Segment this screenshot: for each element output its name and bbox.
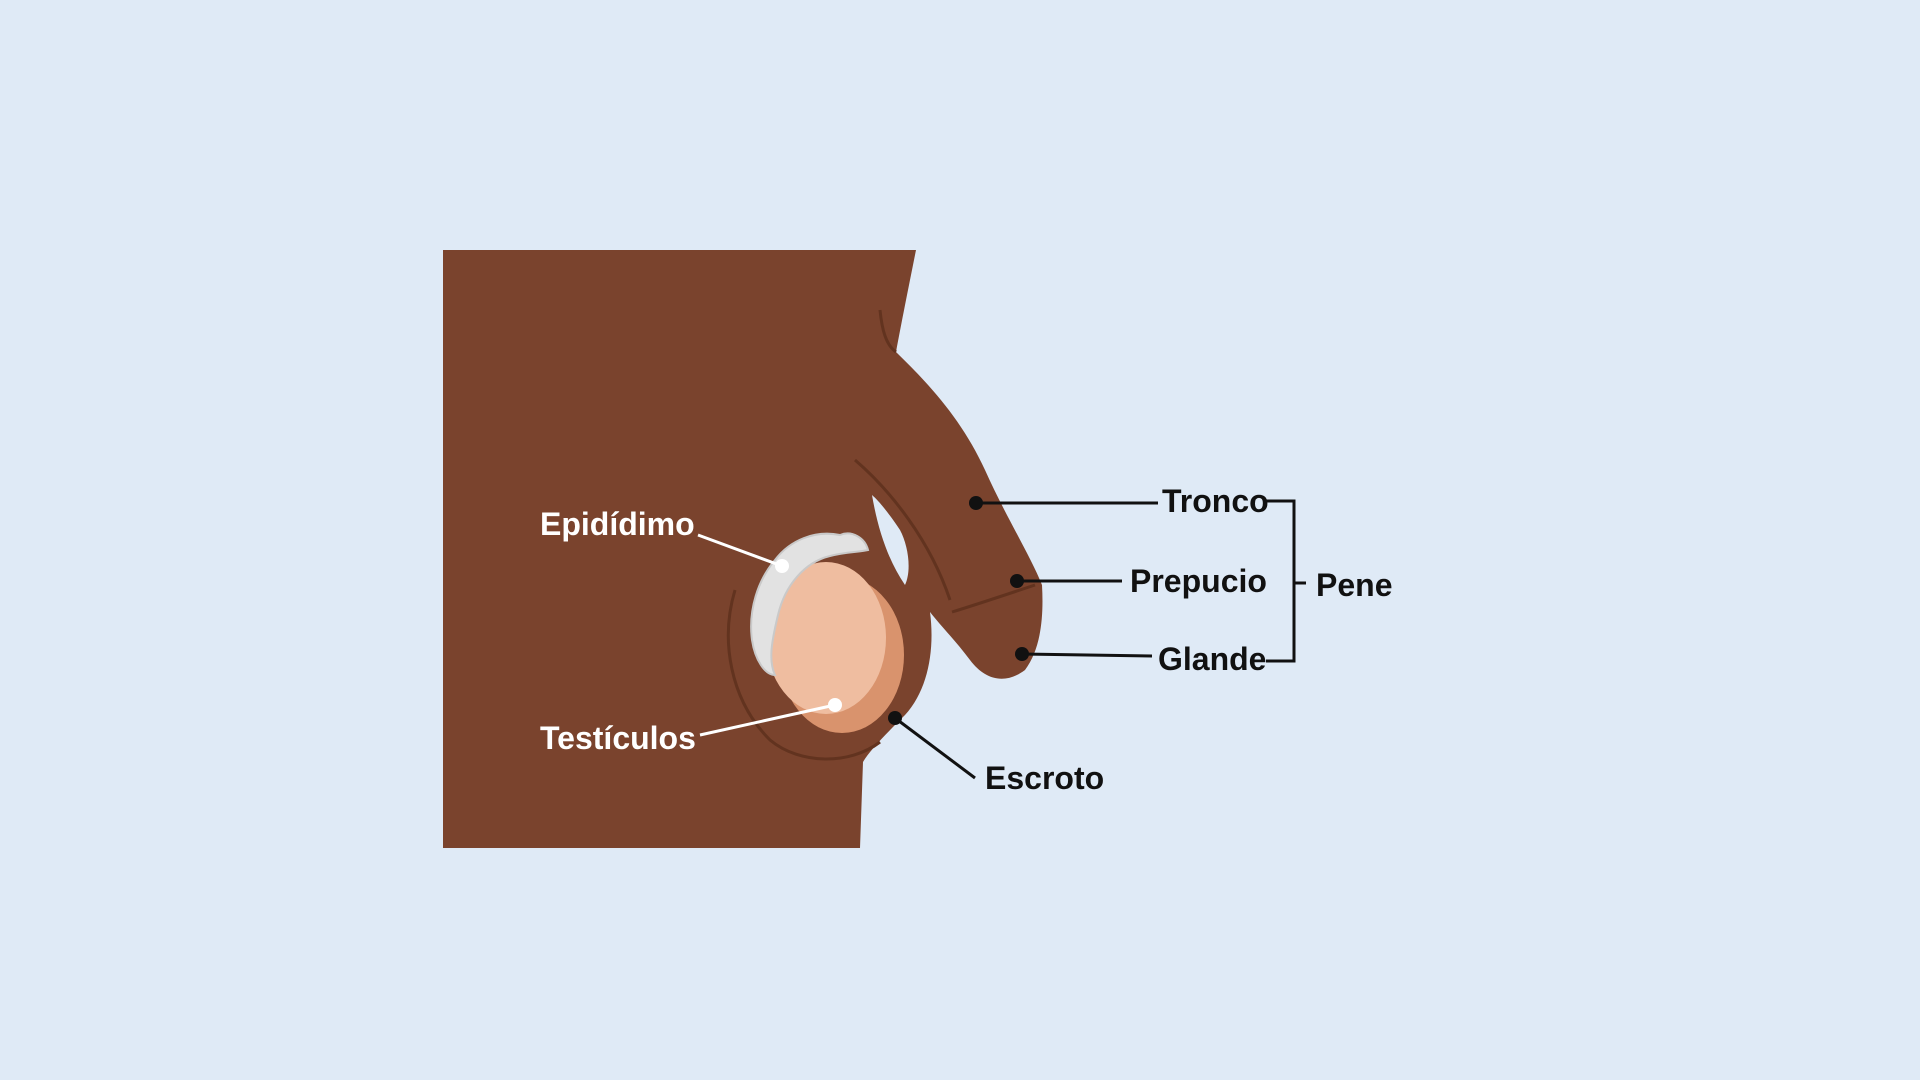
dot-scrotum	[888, 711, 902, 725]
leader-epididymis	[697, 533, 783, 568]
scrotum-outline	[726, 589, 881, 761]
penis-shading	[854, 458, 952, 601]
leader-testicles	[699, 703, 836, 737]
label-epididymis: Epidídimo	[540, 506, 695, 542]
label-glans: Glande	[1158, 641, 1266, 677]
crotch-gap	[872, 495, 909, 585]
dot-foreskin	[1010, 574, 1024, 588]
testis	[766, 562, 886, 714]
leader-glans	[1021, 652, 1153, 658]
label-penis: Pene	[1316, 567, 1392, 603]
dot-epididymis	[775, 559, 789, 573]
dot-glans	[1015, 647, 1029, 661]
groin-shading	[878, 309, 897, 354]
label-foreskin: Prepucio	[1130, 563, 1267, 599]
label-scrotum: Escroto	[985, 760, 1104, 796]
body-silhouette	[443, 250, 1043, 848]
leader-scrotum	[894, 716, 976, 780]
dot-shaft	[969, 496, 983, 510]
label-testicles: Testículos	[540, 720, 696, 756]
dot-testicles	[828, 698, 842, 712]
foreskin-fold	[951, 583, 1036, 614]
label-shaft: Tronco	[1162, 483, 1269, 519]
penis-bracket	[1266, 499, 1306, 663]
